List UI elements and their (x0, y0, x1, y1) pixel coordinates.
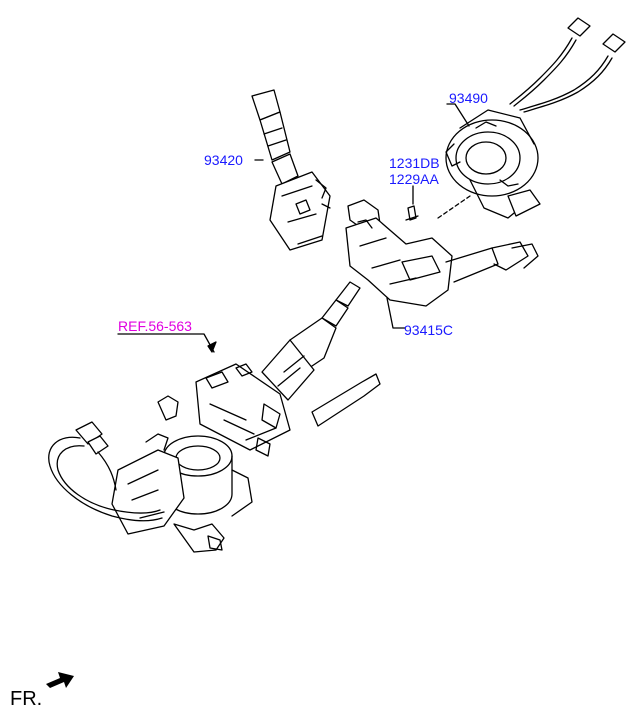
callout-93420: 93420 (204, 152, 243, 168)
leader-lines (117, 103, 470, 353)
steering-column (48, 281, 381, 553)
clock-spring-93490 (445, 17, 626, 219)
reference-label: REF.56-563 (118, 318, 192, 334)
callout-1229AA: 1229AA (389, 171, 439, 187)
callout-93415C: 93415C (404, 322, 454, 338)
bolt-1231DB (405, 205, 419, 221)
callout-1231DB: 1231DB (389, 155, 440, 171)
orientation-label: FR. (10, 688, 43, 710)
switch-93415C (345, 199, 539, 307)
switch-93420 (251, 89, 331, 251)
fr-arrow-icon (46, 672, 74, 688)
callout-93490: 93490 (449, 90, 488, 106)
